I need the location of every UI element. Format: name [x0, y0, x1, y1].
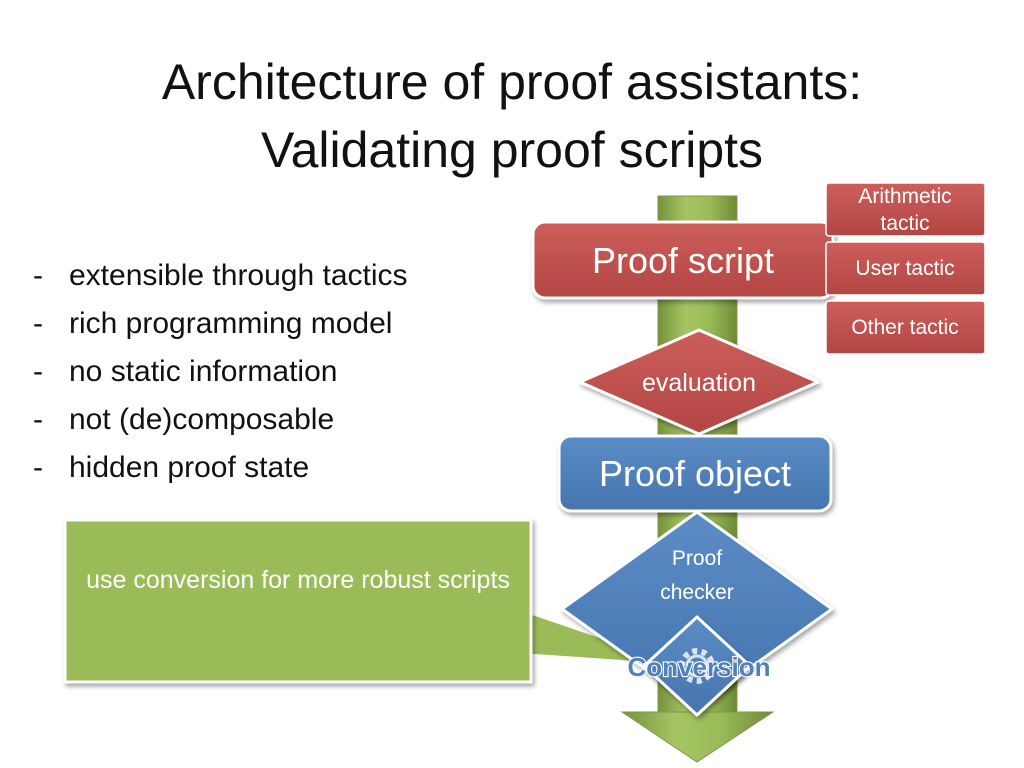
callout-text: use conversion for more robust scripts [86, 566, 510, 594]
bullet-item: -hidden proof state [28, 444, 408, 492]
title-line-2: Validating proof scripts [260, 122, 764, 178]
user-tactic-node: User tactic [825, 241, 986, 296]
user-tactic-label: User tactic [855, 257, 954, 280]
proof-script-node: Proof script [531, 220, 835, 300]
bullet-item: -no static information [28, 348, 408, 396]
proof-checker-node: Proof checker [560, 510, 834, 708]
bullet-item: -extensible through tactics [28, 252, 408, 300]
bullet-list: -extensible through tactics -rich progra… [28, 252, 408, 492]
proof-checker-label-1: Proof [672, 547, 722, 570]
bullet-dash: - [33, 355, 43, 388]
evaluation-label: evaluation [642, 369, 756, 397]
bullet-item: -rich programming model [28, 300, 408, 348]
bullet-text: hidden proof state [69, 451, 310, 484]
proof-script-label: Proof script [592, 240, 774, 281]
callout-box [63, 518, 533, 684]
title-line-1: Architecture of proof assistants: [161, 54, 863, 110]
arithmetic-tactic-label-2: tactic [880, 212, 929, 235]
other-tactic-label: Other tactic [851, 316, 958, 339]
bullet-dash: - [33, 307, 43, 340]
proof-object-node: Proof object [557, 434, 833, 513]
bullet-item: -not (de)composable [28, 396, 408, 444]
slide-title: Architecture of proof assistants: Valida… [40, 48, 984, 184]
conversion-node: Conversion [626, 615, 772, 717]
proof-checker-label-2: checker [660, 581, 734, 604]
bullet-text: rich programming model [69, 307, 393, 340]
evaluation-node: evaluation [578, 328, 820, 436]
bullet-text: not (de)composable [69, 403, 335, 436]
bullet-dash: - [33, 403, 43, 436]
gear-icon [679, 648, 715, 684]
bullet-dash: - [33, 451, 43, 484]
bullet-text: extensible through tactics [69, 259, 408, 292]
conversion-label: Conversion [627, 652, 770, 682]
arithmetic-tactic-node: Arithmetic tactic [825, 182, 986, 237]
other-tactic-node: Other tactic [825, 300, 986, 355]
arithmetic-tactic-label-1: Arithmetic [858, 185, 951, 208]
bullet-dash: - [33, 259, 43, 292]
bullet-text: no static information [69, 355, 338, 388]
proof-object-label: Proof object [599, 453, 791, 494]
